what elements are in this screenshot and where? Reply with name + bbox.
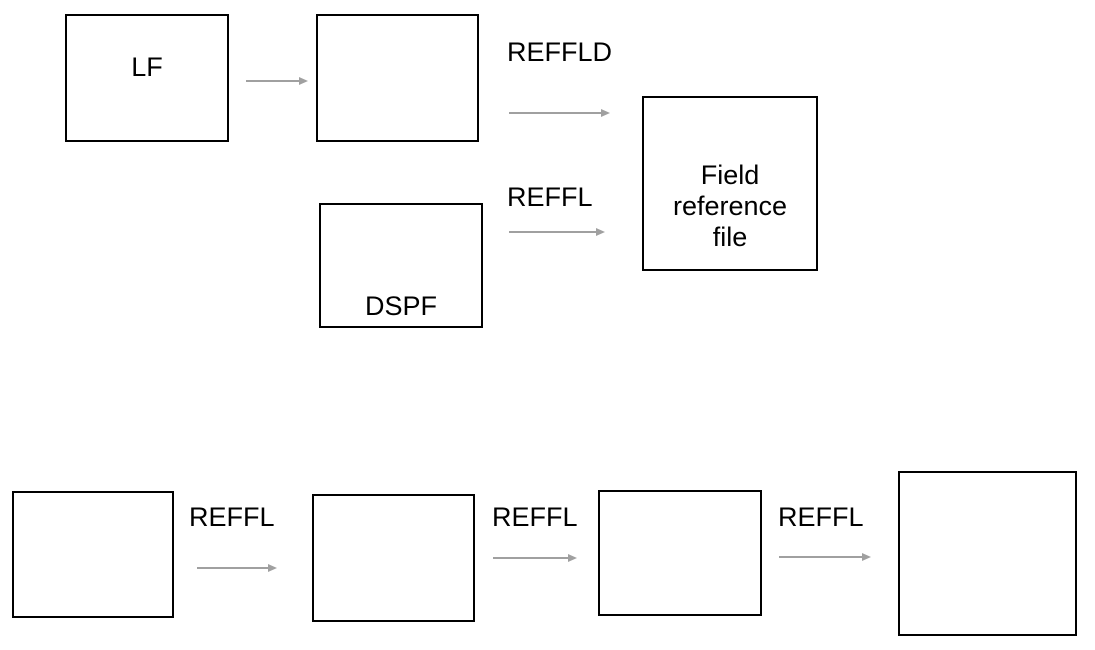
reffl-label-1: REFFL [189,502,275,532]
arrow-line [197,567,270,569]
lf-to-empty-box-arrow [246,76,308,86]
bottom-flow-box-1 [12,491,174,618]
reffld-label: REFFLD [507,37,613,67]
reffl-label-2: REFFL [492,502,578,532]
field-reference-file-label: Field reference file [672,160,788,252]
reffld-arrow [509,108,610,118]
dspf-box-label: DSPF [364,291,437,321]
bottom-flow-box-4 [898,471,1077,636]
bottom-flow-box-3 [598,490,762,616]
empty-box [316,14,479,142]
lf-box: LF [65,14,229,142]
arrow-line [509,231,598,233]
bottom-flow-arrow-2 [493,553,577,563]
arrow-head-icon [268,564,277,572]
bottom-flow-box-2 [312,494,475,622]
dspf-reffl-arrow [509,227,605,237]
field-reference-file-box: Field reference file [642,96,818,271]
bottom-flow-arrow-3 [779,552,871,562]
arrow-head-icon [299,77,308,85]
arrow-line [493,557,570,559]
arrow-line [246,80,301,82]
lf-box-label: LF [131,52,163,82]
arrow-head-icon [596,228,605,236]
reffl-label-3: REFFL [778,502,864,532]
reffl-label-top: REFFL [507,182,593,212]
arrow-line [779,556,864,558]
arrow-head-icon [568,554,577,562]
bottom-flow-arrow-1 [197,563,277,573]
arrow-head-icon [601,109,610,117]
dspf-box: DSPF [319,203,483,328]
arrow-head-icon [862,553,871,561]
arrow-line [509,112,603,114]
